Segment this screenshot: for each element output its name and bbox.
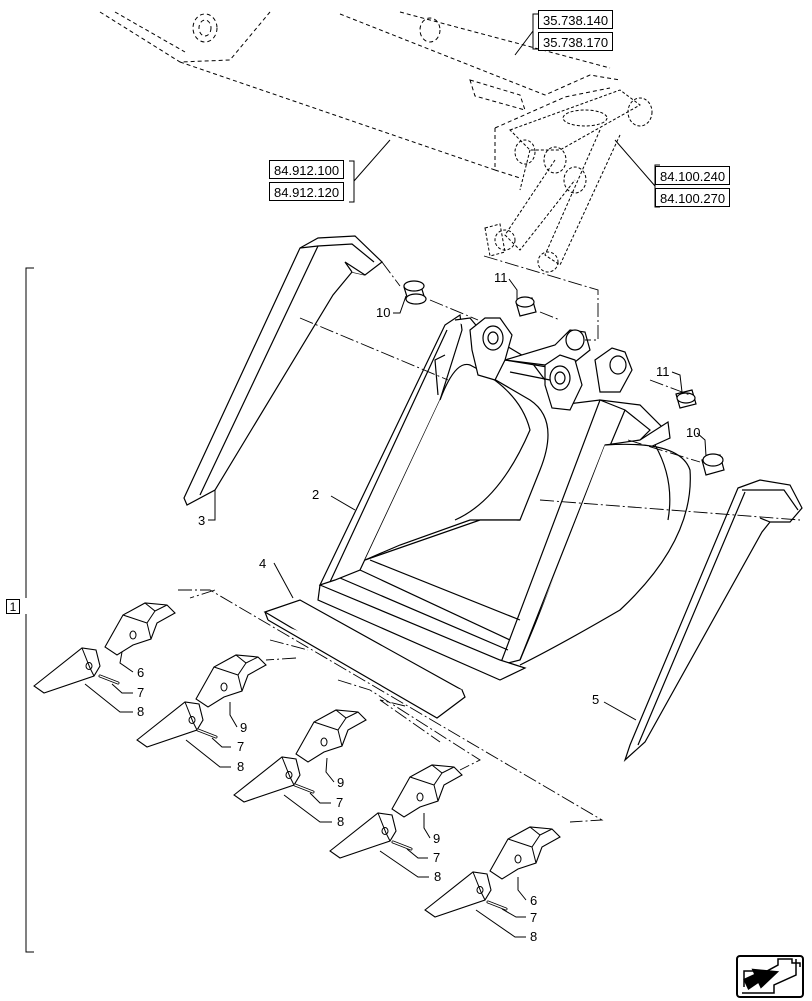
callout-6-row5: 6 xyxy=(530,893,538,908)
callout-6-row1: 6 xyxy=(137,665,145,680)
reference-link-35-738-170[interactable]: 35.738.170 xyxy=(538,32,614,51)
tooth-tip-8a xyxy=(33,647,101,694)
side-cutter-left xyxy=(183,235,383,506)
group-bracket xyxy=(25,267,34,953)
bushing-11-left xyxy=(515,296,537,317)
retaining-pin-7c xyxy=(293,783,315,794)
bushing-10-right xyxy=(701,453,725,476)
tooth-adapter-6a xyxy=(104,602,176,656)
retaining-pin-7d xyxy=(391,840,413,851)
reference-link-84-912-100[interactable]: 84.912.100 xyxy=(269,160,345,179)
callout-3: 3 xyxy=(198,513,206,528)
boom-linkage-phantom xyxy=(484,89,653,273)
reference-link-84-912-120[interactable]: 84.912.120 xyxy=(269,182,345,201)
retaining-pin-7e xyxy=(486,900,508,911)
bushing-11-right xyxy=(675,389,697,409)
callout-leaders xyxy=(84,278,707,938)
callout-8-row3: 8 xyxy=(337,814,345,829)
callout-8-row5: 8 xyxy=(530,929,538,944)
side-cutter-right xyxy=(623,479,803,762)
callout-8-row4: 8 xyxy=(434,869,442,884)
bucket-body xyxy=(317,313,691,681)
callout-7-row4: 7 xyxy=(433,850,441,865)
callout-8-row1: 8 xyxy=(137,704,145,719)
cutting-edge-blade xyxy=(263,599,466,719)
callout-9-row2: 9 xyxy=(240,720,248,735)
callout-7-row2: 7 xyxy=(237,739,245,754)
tooth-set-5 xyxy=(424,826,561,918)
retaining-pin-7a xyxy=(98,674,120,685)
tooth-tip-8b xyxy=(136,701,204,748)
reference-link-35-738-140[interactable]: 35.738.140 xyxy=(538,10,614,29)
callout-7-row1: 7 xyxy=(137,685,145,700)
tooth-set-1 xyxy=(33,602,176,694)
next-page-button[interactable] xyxy=(736,955,804,998)
assembly-centerlines xyxy=(178,255,801,823)
callout-8-row2: 8 xyxy=(237,759,245,774)
callout-2: 2 xyxy=(312,487,320,502)
callout-11-right: 11 xyxy=(656,364,670,379)
tooth-adapter-9b xyxy=(295,709,367,763)
tooth-set-4 xyxy=(329,764,463,859)
boom-arm-phantom xyxy=(99,11,621,179)
callout-11-left: 11 xyxy=(494,270,508,285)
bushings xyxy=(403,280,725,476)
callout-5: 5 xyxy=(592,692,600,707)
callout-10-left: 10 xyxy=(376,305,391,320)
reference-link-84-100-270[interactable]: 84.100.270 xyxy=(655,188,731,207)
tooth-adapter-9a xyxy=(195,654,267,708)
callout-9-row3: 9 xyxy=(337,775,345,790)
reference-leaders xyxy=(349,13,660,208)
next-page-arrow-icon xyxy=(742,958,801,994)
callout-7-row3: 7 xyxy=(336,795,344,810)
tooth-adapter-6b xyxy=(489,826,561,880)
callout-10-right: 10 xyxy=(686,425,701,440)
assembly-group-label: 1 xyxy=(6,599,20,614)
callout-7-row5: 7 xyxy=(530,910,538,925)
callout-9-row4: 9 xyxy=(433,831,441,846)
reference-link-84-100-240[interactable]: 84.100.240 xyxy=(655,166,731,185)
bushing-10-left xyxy=(403,280,427,305)
tooth-set-3 xyxy=(233,709,367,803)
tooth-adapter-9c xyxy=(391,764,463,818)
bucket-pivot-lugs xyxy=(469,317,633,411)
callout-4: 4 xyxy=(259,556,267,571)
retaining-pin-7b xyxy=(196,728,218,739)
